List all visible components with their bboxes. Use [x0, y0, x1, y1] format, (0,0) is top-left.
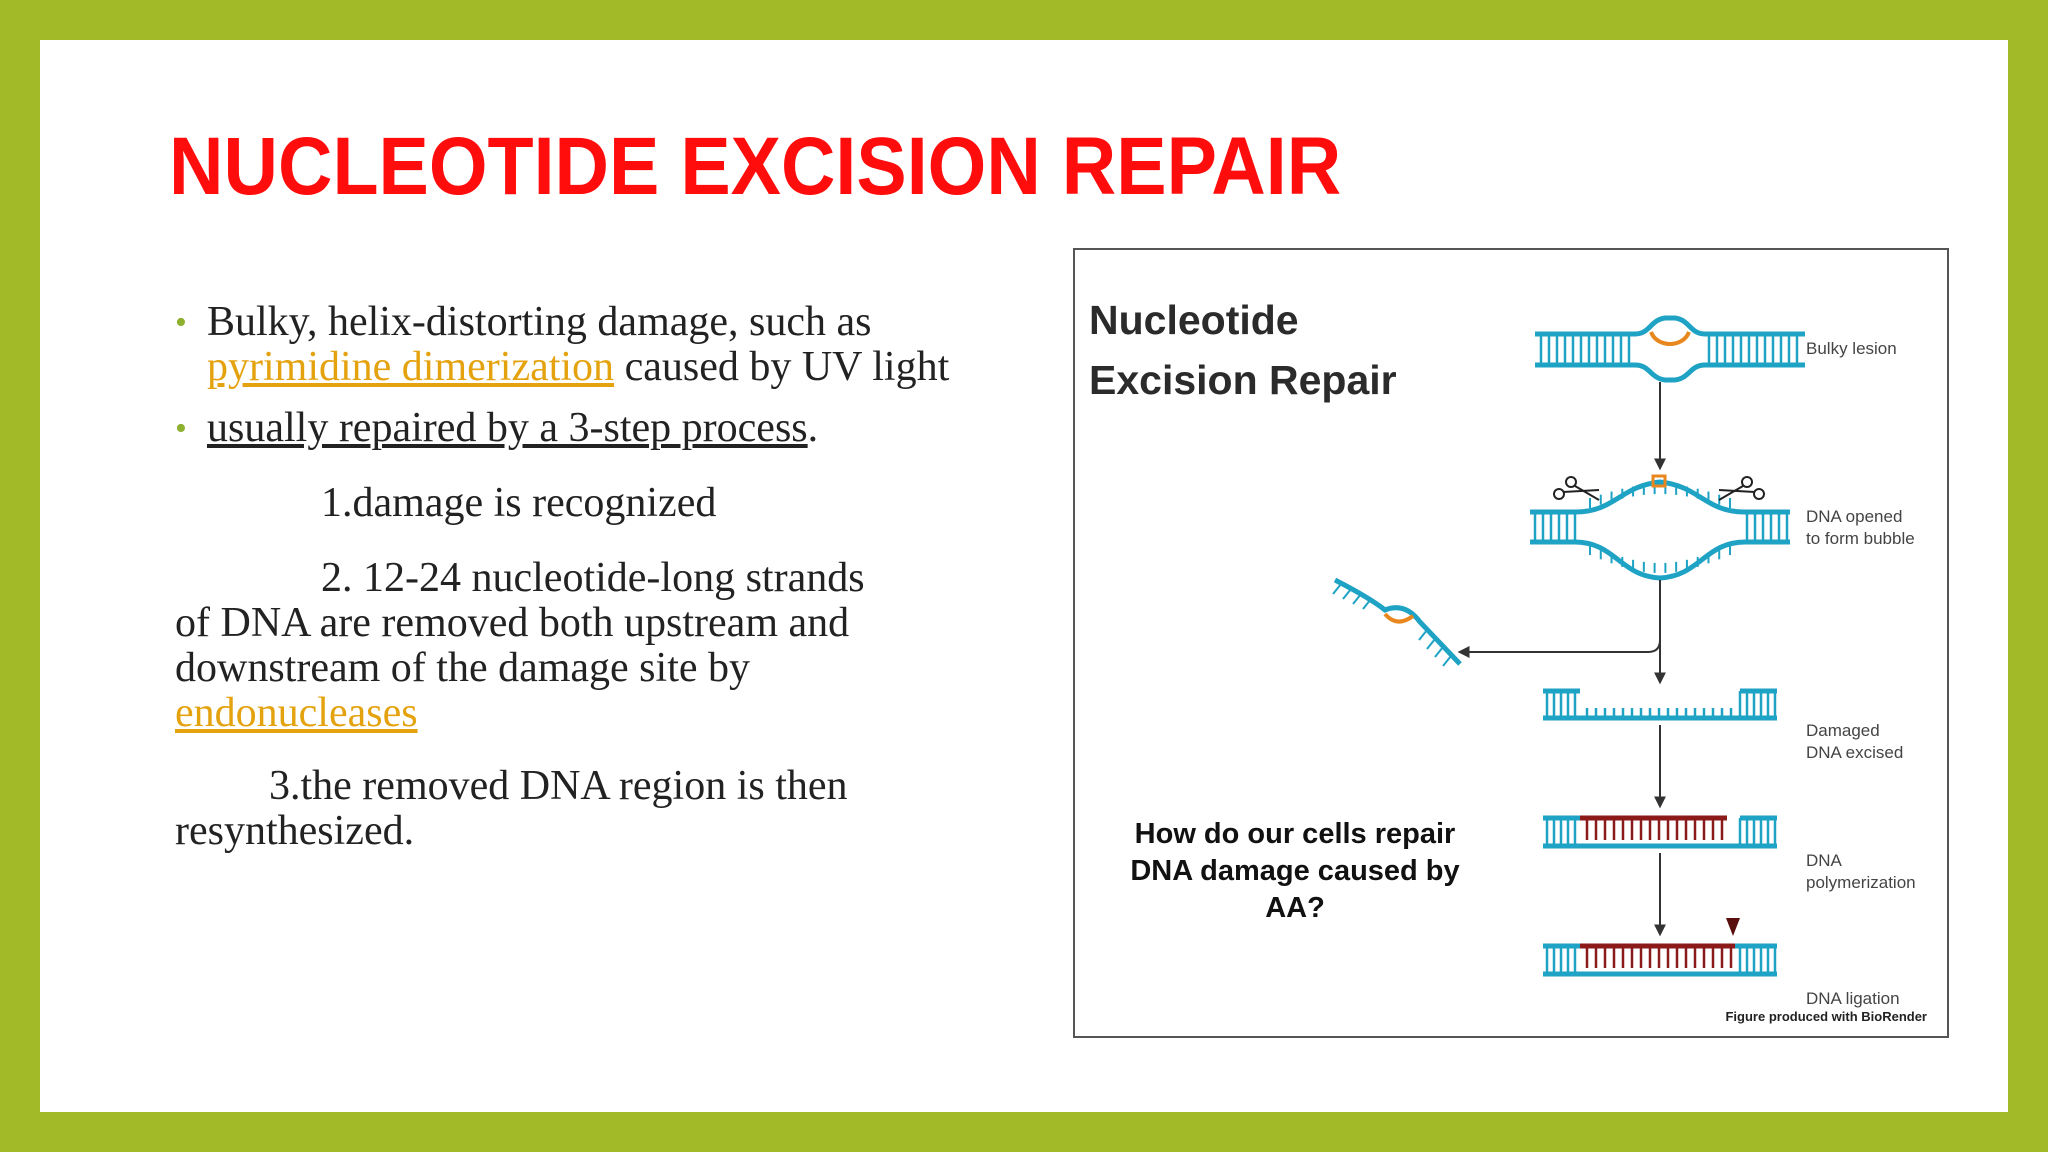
dna-bubble: [1530, 474, 1790, 581]
label-line: DNA: [1806, 851, 1842, 870]
bullet-2: • usually repaired by a 3-step process.: [175, 406, 975, 451]
excised-fragment: [1332, 577, 1462, 667]
label-line: DNA excised: [1806, 743, 1904, 762]
step-3-rest: resynthesized.: [175, 808, 415, 854]
bullet-1-text: Bulky, helix-distorting damage, such as: [207, 299, 872, 345]
step-2-rest: of DNA are removed both upstream and dow…: [175, 600, 850, 691]
step-label-bulky-lesion: Bulky lesion: [1806, 338, 1946, 360]
step-3: 3.the removed DNA region is then resynth…: [175, 764, 975, 854]
base-stub: [1332, 583, 1342, 595]
bullet-1: • Bulky, helix-distorting damage, such a…: [175, 300, 975, 390]
lesion-mark: [1649, 331, 1691, 346]
label-line: Damaged: [1806, 721, 1880, 740]
ner-figure: Nucleotide Excision Repair How do our ce…: [1073, 248, 1949, 1038]
rungs: [1533, 484, 1789, 573]
dna-bulky-lesion: [1535, 315, 1805, 383]
dna-polymerization: [1543, 815, 1777, 849]
step-label-dna-opened: DNA opened to form bubble: [1806, 506, 1946, 550]
figure-title: Nucleotide Excision Repair: [1089, 290, 1397, 410]
figure-title-line-2: Excision Repair: [1089, 357, 1397, 403]
label-line: Bulky lesion: [1806, 339, 1897, 358]
rungs: [1545, 691, 1777, 718]
rungs: [1332, 583, 1452, 667]
ligase-marker-icon: [1726, 918, 1740, 936]
rungs: [1545, 946, 1777, 974]
pyrimidine-dimerization-link[interactable]: pyrimidine dimerization: [207, 344, 615, 390]
bullet-dot-icon: •: [175, 410, 187, 447]
rungs: [1539, 334, 1799, 365]
body-text: • Bulky, helix-distorting damage, such a…: [175, 300, 975, 854]
bullet-dot-icon: •: [175, 304, 187, 341]
rungs: [1545, 818, 1777, 846]
bullet-1-text-end: caused by UV light: [614, 344, 950, 390]
step-label-damaged-excised: Damaged DNA excised: [1806, 720, 1946, 764]
lesion-mark: [1383, 612, 1415, 624]
bullet-2-tail: .: [807, 405, 819, 451]
label-line: DNA opened: [1806, 507, 1903, 526]
figure-title-line-1: Nucleotide: [1089, 297, 1299, 343]
dna-gapped: [1543, 688, 1777, 721]
label-line: to form bubble: [1806, 529, 1915, 548]
lesion-mark: [1651, 474, 1667, 488]
base-stub: [1342, 588, 1352, 600]
scissors-icon: [1553, 476, 1600, 501]
endonucleases-link[interactable]: endonucleases: [175, 690, 418, 736]
base-stub: [1434, 646, 1444, 658]
label-line: DNA ligation: [1806, 989, 1900, 1008]
step-2-lead: 2. 12-24 nucleotide-long strands: [321, 555, 865, 601]
base-stub: [1442, 655, 1452, 667]
ner-diagram: [1332, 315, 1805, 977]
step-1: 1.damage is recognized: [321, 480, 717, 526]
step-2: 2. 12-24 nucleotide-long strands of DNA …: [175, 556, 975, 736]
label-line: polymerization: [1806, 873, 1916, 892]
step-label-polymerization: DNA polymerization: [1806, 850, 1946, 894]
base-stub: [1418, 629, 1428, 641]
step-label-ligation: DNA ligation: [1806, 988, 1946, 1010]
step-3-lead: 3.the removed DNA region is then: [269, 763, 848, 809]
scissors-icon: [1718, 476, 1765, 501]
arrow-left-icon: [1457, 580, 1661, 658]
figure-question: How do our cells repair DNA damage cause…: [1130, 818, 1460, 924]
slide-title: NUCLEOTIDE EXCISION REPAIR: [169, 121, 1342, 212]
dna-ligation: [1543, 918, 1777, 977]
base-stub: [1426, 638, 1436, 650]
figure-credit: Figure produced with BioRender: [1725, 1009, 1927, 1024]
bullet-2-underlined: usually repaired by a 3-step process: [207, 405, 808, 451]
